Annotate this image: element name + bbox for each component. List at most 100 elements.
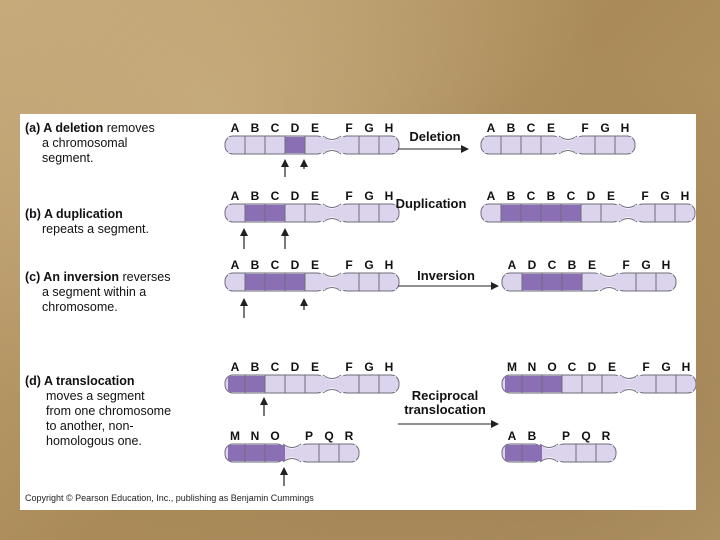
gene-segment — [245, 205, 265, 221]
gene-segment — [541, 137, 561, 153]
gene-segment — [245, 274, 265, 290]
gene-label: C — [527, 189, 536, 203]
gene-segment — [522, 274, 542, 290]
chromosome-c-after: ADCBEFGH — [502, 258, 676, 291]
gene-segment — [542, 274, 562, 290]
process-translocation-2: translocation — [404, 402, 486, 417]
gene-label: F — [642, 360, 649, 374]
gene-label: D — [588, 360, 597, 374]
gene-label: E — [311, 360, 319, 374]
gene-segment — [484, 137, 501, 153]
gene-segment — [581, 205, 601, 221]
gene-segment — [602, 376, 622, 392]
gene-segment — [562, 274, 582, 290]
gene-label: E — [607, 189, 615, 203]
gene-label: B — [507, 189, 516, 203]
gene-segment — [379, 274, 396, 290]
gene-segment — [305, 274, 325, 290]
gene-label: O — [547, 360, 556, 374]
gene-label: A — [231, 121, 240, 135]
gene-label: H — [662, 258, 671, 272]
gene-segment — [245, 445, 265, 461]
gene-segment — [285, 274, 305, 290]
gene-segment — [596, 445, 613, 461]
gene-segment — [675, 205, 692, 221]
gene-segment — [379, 205, 396, 221]
gene-segment — [582, 274, 602, 290]
gene-label: B — [568, 258, 577, 272]
gene-label: G — [661, 360, 670, 374]
gene-segment — [245, 376, 265, 392]
gene-label: B — [251, 360, 260, 374]
gene-segment — [339, 274, 359, 290]
gene-label: F — [581, 121, 588, 135]
gene-segment — [265, 137, 285, 153]
gene-label: R — [602, 429, 611, 443]
process-deletion: Deletion — [409, 129, 460, 144]
process-translocation-1: Reciprocal — [412, 388, 478, 403]
gene-label: H — [621, 121, 630, 135]
gene-segment — [228, 274, 245, 290]
gene-label: H — [682, 360, 691, 374]
gene-label: G — [641, 258, 650, 272]
gene-label: E — [311, 189, 319, 203]
gene-segment — [265, 205, 285, 221]
gene-label: C — [527, 121, 536, 135]
gene-label: C — [548, 258, 557, 272]
gene-label: B — [547, 189, 556, 203]
gene-label: G — [660, 189, 669, 203]
gene-label: P — [305, 429, 313, 443]
gene-label: D — [291, 189, 300, 203]
gene-segment — [656, 376, 676, 392]
gene-segment — [339, 445, 356, 461]
gene-label: A — [487, 121, 496, 135]
gene-segment — [601, 205, 621, 221]
gene-label: F — [345, 258, 352, 272]
gene-segment — [635, 205, 655, 221]
gene-segment — [575, 137, 595, 153]
gene-label: B — [251, 189, 260, 203]
gene-label: G — [364, 189, 373, 203]
gene-label: G — [600, 121, 609, 135]
gene-label: H — [681, 189, 690, 203]
gene-segment — [379, 137, 396, 153]
process-duplication: Duplication — [396, 196, 467, 211]
gene-segment — [501, 205, 521, 221]
gene-label: F — [345, 360, 352, 374]
gene-label: Q — [324, 429, 333, 443]
gene-label: Q — [581, 429, 590, 443]
gene-label: R — [345, 429, 354, 443]
gene-label: D — [528, 258, 537, 272]
gene-segment — [228, 445, 245, 461]
gene-label: E — [608, 360, 616, 374]
gene-segment — [359, 137, 379, 153]
gene-label: B — [251, 258, 260, 272]
gene-label: D — [587, 189, 596, 203]
gene-segment — [299, 445, 319, 461]
gene-label: G — [364, 360, 373, 374]
gene-segment — [359, 376, 379, 392]
gene-segment — [521, 137, 541, 153]
gene-segment — [576, 445, 596, 461]
gene-label: M — [230, 429, 240, 443]
gene-segment — [501, 137, 521, 153]
figure-panel: (a) A deletion removes a chromosomal seg… — [20, 114, 696, 510]
gene-segment — [595, 137, 615, 153]
gene-segment — [285, 137, 305, 153]
copyright-text: Copyright © Pearson Education, Inc., pub… — [25, 493, 314, 503]
gene-label: G — [364, 121, 373, 135]
gene-label: H — [385, 360, 394, 374]
gene-segment — [339, 205, 359, 221]
gene-segment — [228, 205, 245, 221]
gene-label: E — [311, 258, 319, 272]
gene-segment — [562, 376, 582, 392]
gene-label: A — [508, 429, 517, 443]
gene-label: E — [311, 121, 319, 135]
gene-label: N — [528, 360, 537, 374]
gene-segment — [556, 445, 576, 461]
gene-label: B — [251, 121, 260, 135]
